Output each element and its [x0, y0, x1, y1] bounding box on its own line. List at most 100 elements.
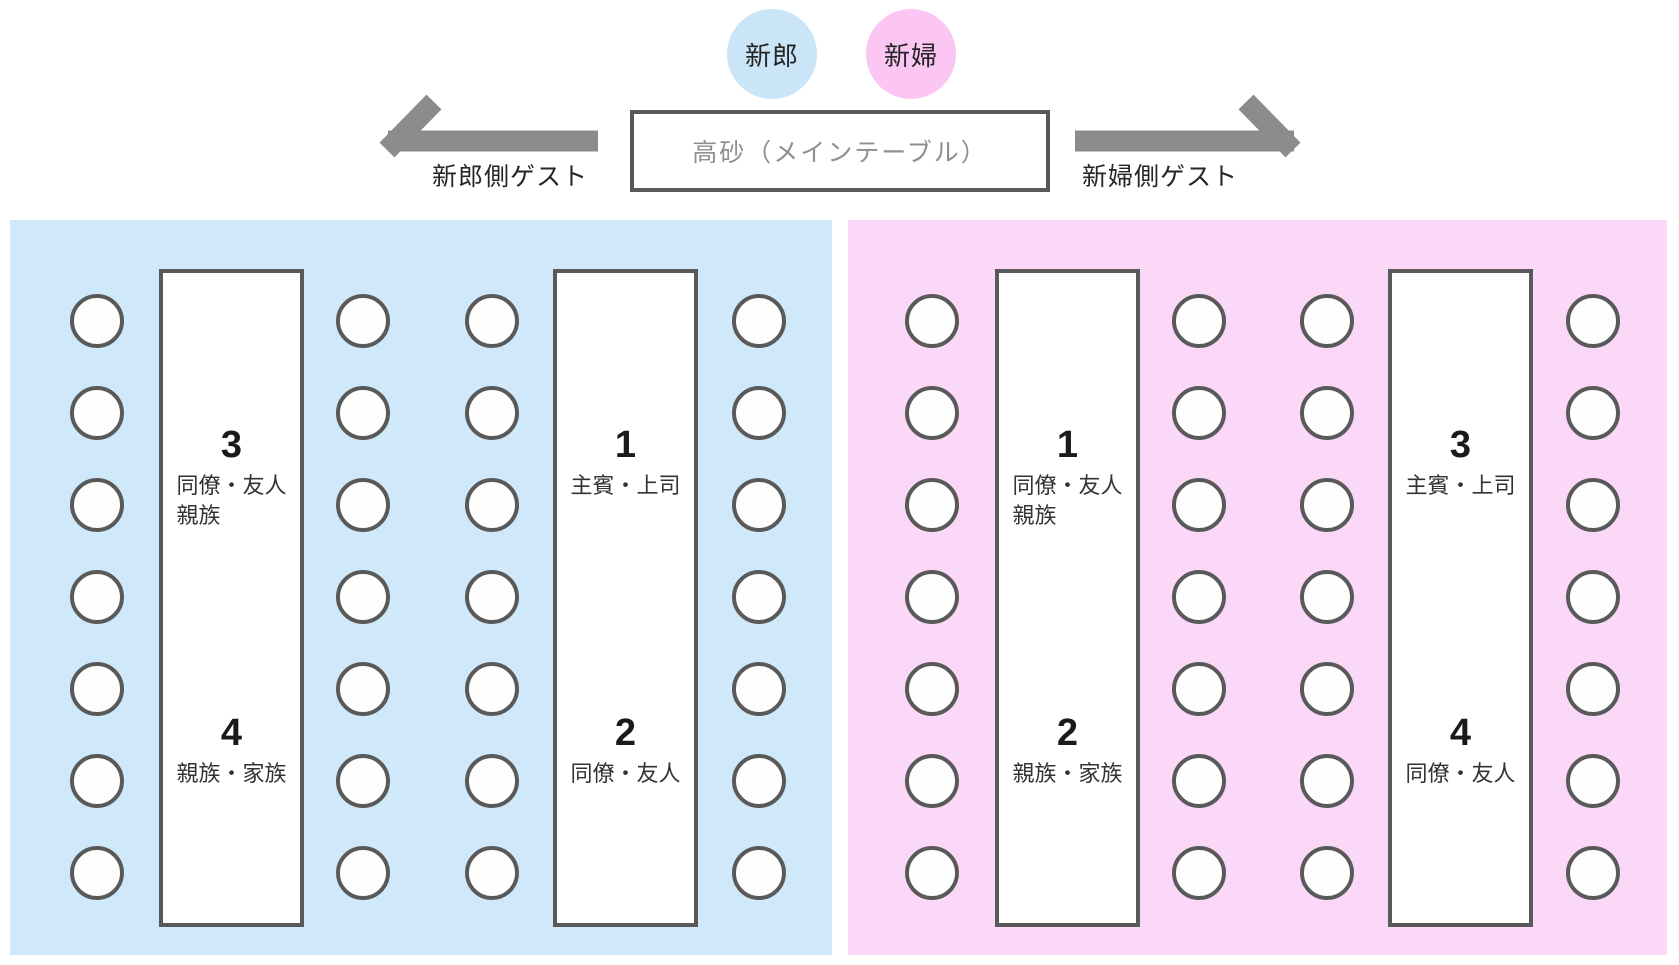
- seat: [465, 570, 519, 624]
- bride-circle: 新婦: [866, 9, 956, 99]
- seat: [905, 478, 959, 532]
- seat: [1300, 386, 1354, 440]
- table-number: 4: [1449, 712, 1472, 754]
- table-guest-type: 親族・家族: [176, 760, 287, 786]
- seat-column: [905, 294, 959, 900]
- seat: [905, 662, 959, 716]
- table-number: 2: [1056, 712, 1079, 754]
- seat: [1300, 754, 1354, 808]
- table-section-label: 3 主賓・上司: [1392, 423, 1529, 501]
- table-number: 1: [614, 424, 637, 466]
- table-guest-type: 親族: [176, 503, 221, 529]
- seat: [336, 386, 390, 440]
- seat: [1566, 478, 1620, 532]
- main-table-label: 高砂（メインテーブル）: [692, 139, 988, 167]
- table-guest-type: 主賓・上司: [570, 472, 681, 498]
- seat: [1300, 570, 1354, 624]
- seat: [336, 662, 390, 716]
- seat: [1172, 662, 1226, 716]
- seat: [70, 386, 124, 440]
- bride-side-label: 新婦側ゲスト: [1081, 163, 1238, 191]
- seat-column: [70, 294, 124, 900]
- bride-side-arrow-icon: [1075, 94, 1301, 158]
- seat: [465, 294, 519, 348]
- seat: [70, 478, 124, 532]
- table-section-label: 1 主賓・上司: [557, 423, 694, 501]
- seat: [732, 570, 786, 624]
- groom-side-arrow-icon: [379, 94, 598, 158]
- seat: [1300, 846, 1354, 900]
- table-guest-type: 主賓・上司: [1405, 472, 1516, 498]
- seat: [1300, 478, 1354, 532]
- seat: [70, 662, 124, 716]
- seat-column: [732, 294, 786, 900]
- seat: [1172, 294, 1226, 348]
- seat: [70, 294, 124, 348]
- seat: [905, 846, 959, 900]
- seat: [465, 846, 519, 900]
- seat: [732, 846, 786, 900]
- table-guest-type: 親族: [1012, 503, 1057, 529]
- table-guest-type: 親族・家族: [1012, 760, 1123, 786]
- table-number: 4: [220, 712, 243, 754]
- table-number: 3: [220, 424, 243, 466]
- seat: [336, 294, 390, 348]
- seat: [70, 570, 124, 624]
- seat: [905, 570, 959, 624]
- seat-column: [465, 294, 519, 900]
- seat: [1566, 662, 1620, 716]
- seat: [905, 386, 959, 440]
- seat: [732, 754, 786, 808]
- seat: [732, 478, 786, 532]
- guest-table-bride-right: 3 主賓・上司 4 同僚・友人: [1388, 269, 1533, 927]
- seat: [336, 846, 390, 900]
- table-section-label: 3 同僚・友人 親族: [163, 423, 300, 532]
- table-section-label: 1 同僚・友人 親族: [999, 423, 1136, 532]
- seat: [732, 386, 786, 440]
- guest-table-groom-left: 3 同僚・友人 親族 4 親族・家族: [159, 269, 304, 927]
- seat: [1300, 662, 1354, 716]
- seat: [336, 478, 390, 532]
- seat: [732, 294, 786, 348]
- table-guest-type: 同僚・友人: [176, 472, 287, 498]
- seat: [1566, 846, 1620, 900]
- seat: [70, 754, 124, 808]
- seat: [905, 294, 959, 348]
- seat: [1566, 294, 1620, 348]
- seat: [336, 570, 390, 624]
- seat: [465, 478, 519, 532]
- seat-column: [336, 294, 390, 900]
- table-number: 1: [1056, 424, 1079, 466]
- groom-side-label: 新郎側ゲスト: [431, 163, 588, 191]
- table-number: 3: [1449, 424, 1472, 466]
- seat: [336, 754, 390, 808]
- groom-label: 新郎: [744, 40, 799, 71]
- seat: [1300, 294, 1354, 348]
- seat: [465, 754, 519, 808]
- table-guest-type: 同僚・友人: [1405, 760, 1516, 786]
- seat: [1566, 386, 1620, 440]
- table-guest-type: 同僚・友人: [570, 760, 681, 786]
- guest-table-bride-left: 1 同僚・友人 親族 2 親族・家族: [995, 269, 1140, 927]
- seat: [465, 662, 519, 716]
- guest-table-groom-right: 1 主賓・上司 2 同僚・友人: [553, 269, 698, 927]
- seat: [732, 662, 786, 716]
- seat: [1172, 478, 1226, 532]
- table-section-label: 4 同僚・友人: [1392, 711, 1529, 789]
- table-section-label: 4 親族・家族: [163, 711, 300, 789]
- seat: [1172, 754, 1226, 808]
- table-section-label: 2 親族・家族: [999, 711, 1136, 789]
- seat: [1172, 846, 1226, 900]
- seat: [1566, 570, 1620, 624]
- main-table: 高砂（メインテーブル）: [630, 110, 1050, 192]
- table-section-label: 2 同僚・友人: [557, 711, 694, 789]
- seat: [70, 846, 124, 900]
- seat: [465, 386, 519, 440]
- bride-guests-panel: [848, 220, 1667, 955]
- seat-column: [1566, 294, 1620, 900]
- bride-label: 新婦: [883, 40, 938, 71]
- seat: [1566, 754, 1620, 808]
- table-guest-type: 同僚・友人: [1012, 472, 1123, 498]
- table-number: 2: [614, 712, 637, 754]
